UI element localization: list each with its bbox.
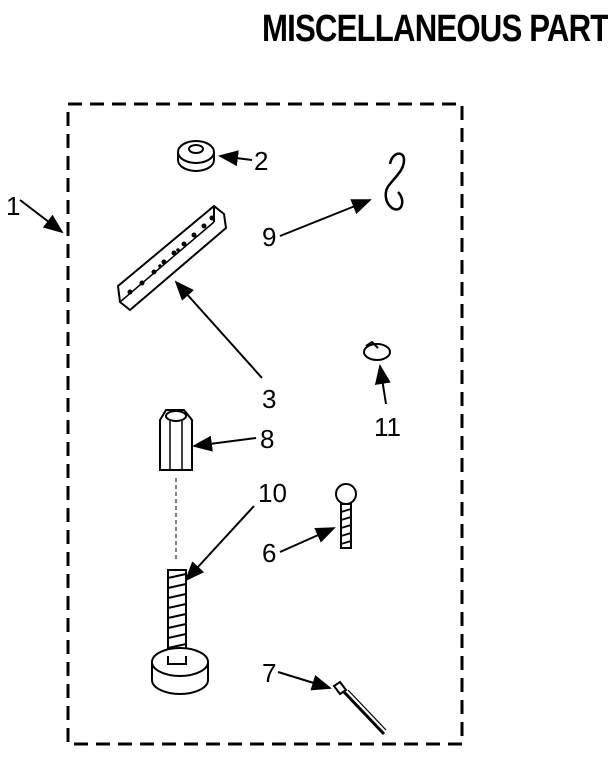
callout-label-11: 11 xyxy=(374,412,401,442)
coupling-nut-part-8 xyxy=(159,409,193,560)
hook-part-9 xyxy=(384,152,406,211)
callout-label-8: 8 xyxy=(260,424,274,454)
callout-label-9: 9 xyxy=(262,222,276,252)
callout-10: 10 xyxy=(184,478,287,582)
callout-1: 1 xyxy=(6,191,64,234)
callout-7: 7 xyxy=(262,658,332,691)
strap-part-3 xyxy=(116,204,228,312)
callout-label-10: 10 xyxy=(258,478,287,508)
washer-part-2 xyxy=(177,140,215,172)
callout-2: 2 xyxy=(218,146,268,176)
callout-9: 9 xyxy=(262,199,372,252)
callout-label-2: 2 xyxy=(254,146,268,176)
clip-part-11 xyxy=(363,340,391,361)
callout-label-1: 1 xyxy=(6,191,20,221)
page-title: MISCELLANEOUS PARTS xyxy=(262,8,608,50)
bolt-part-6 xyxy=(335,483,357,549)
pin-part-7 xyxy=(332,680,387,736)
kit-boundary xyxy=(66,102,464,746)
callout-label-3: 3 xyxy=(262,384,276,414)
callout-label-7: 7 xyxy=(262,658,276,688)
callout-8: 8 xyxy=(192,424,274,454)
callout-label-6: 6 xyxy=(262,538,276,568)
callout-6: 6 xyxy=(262,527,336,568)
callout-3: 3 xyxy=(174,280,276,414)
leveling-leg-part-10 xyxy=(151,569,209,695)
callout-11: 11 xyxy=(374,364,401,442)
